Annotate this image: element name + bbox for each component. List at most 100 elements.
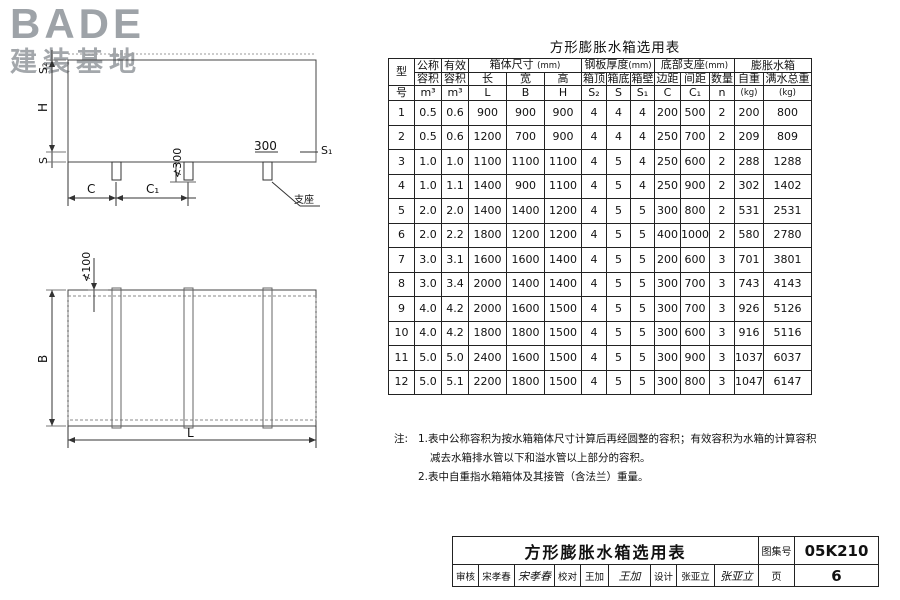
- table-cell: 3: [709, 247, 735, 273]
- header-length: 长: [468, 72, 507, 86]
- page-number: 6: [794, 564, 879, 587]
- dim-c1: C₁: [146, 182, 159, 196]
- table-cell: 5: [630, 198, 655, 224]
- header-plate: 钢板厚度(mm): [581, 58, 655, 73]
- table-cell: 1500: [544, 296, 582, 322]
- table-cell: 0.5: [414, 124, 442, 150]
- table-cell: 4: [581, 296, 607, 322]
- table-cell: 1100: [544, 149, 582, 175]
- table-cell: 5: [630, 296, 655, 322]
- table-cell: 800: [763, 100, 812, 126]
- table-cell: 6147: [763, 369, 812, 395]
- note-1-cont-text: 减去水箱排水管以下和溢水管以上部分的容积。: [430, 452, 651, 464]
- reviewer-signature: 宋孝春: [514, 564, 555, 587]
- table-cell: 300: [654, 320, 681, 346]
- header-unit-kg-2: (kg): [763, 85, 812, 101]
- elevation-tank-body: [67, 59, 317, 163]
- header-sym-b: B: [506, 85, 545, 101]
- table-cell: 2000: [468, 296, 507, 322]
- table-cell: 700: [680, 296, 710, 322]
- header-nominal-1: 公称: [414, 58, 442, 73]
- dim-s2: S₂: [37, 63, 50, 74]
- support-leg-2: [183, 161, 194, 181]
- table-cell: 1500: [544, 320, 582, 346]
- table-cell: 302: [734, 173, 764, 199]
- table-cell: 209: [734, 124, 764, 150]
- checker-signature: 王加: [608, 564, 651, 587]
- plan-support-3: [262, 287, 273, 429]
- table-cell: 2: [709, 149, 735, 175]
- table-cell: 1.0: [414, 149, 442, 175]
- table-cell: 2780: [763, 222, 812, 248]
- table-cell: 1200: [506, 222, 545, 248]
- table-cell: 5: [606, 271, 631, 297]
- table-cell: 300: [654, 369, 681, 395]
- header-spacing: 间距: [680, 72, 710, 86]
- table-cell: 288: [734, 149, 764, 175]
- header-tank: 膨胀水箱: [734, 58, 812, 73]
- table-cell: 5: [388, 198, 415, 224]
- table-cell: 5: [606, 247, 631, 273]
- table-cell: 3.0: [414, 247, 442, 273]
- header-nominal-unit: m³: [414, 85, 442, 101]
- table-cell: 900: [506, 173, 545, 199]
- dim-edge-clearance: ≮100: [80, 252, 93, 282]
- table-cell: 1200: [468, 124, 507, 150]
- table-cell: 1500: [544, 369, 582, 395]
- atlas-code: 05K210: [794, 536, 879, 565]
- table-cell: 1402: [763, 173, 812, 199]
- table-cell: 300: [654, 271, 681, 297]
- table-cell: 4: [388, 173, 415, 199]
- table-cell: 4: [581, 124, 607, 150]
- support-label: 支座: [294, 193, 314, 206]
- header-effective-2: 容积: [441, 72, 469, 86]
- support-leg-1: [111, 161, 122, 181]
- table-cell: 200: [654, 100, 681, 126]
- header-sym-l: L: [468, 85, 507, 101]
- header-top-plate: 箱顶: [581, 72, 607, 86]
- table-cell: 4: [630, 173, 655, 199]
- dim-b: B: [36, 355, 50, 363]
- table-cell: 11: [388, 345, 415, 371]
- table-cell: 5.0: [414, 369, 442, 395]
- header-unit-kg-1: (kg): [734, 85, 764, 101]
- table-cell: 1000: [680, 222, 710, 248]
- table-cell: 1100: [506, 149, 545, 175]
- dim-support-height: ≮300: [171, 148, 184, 178]
- designer-signature: 张亚立: [714, 564, 759, 587]
- table-cell: 1.0: [414, 173, 442, 199]
- header-sym-h: H: [544, 85, 582, 101]
- table-cell: 1400: [468, 173, 507, 199]
- table-cell: 4: [630, 100, 655, 126]
- table-cell: 1100: [544, 173, 582, 199]
- header-sym-n: n: [709, 85, 735, 101]
- table-cell: 600: [680, 320, 710, 346]
- check-label: 校对: [554, 564, 581, 587]
- table-cell: 4: [581, 149, 607, 175]
- table-cell: 2: [709, 198, 735, 224]
- checker-name: 王加: [580, 564, 609, 587]
- header-sym-s2: S₂: [581, 85, 607, 101]
- table-cell: 5: [606, 198, 631, 224]
- table-cell: 600: [680, 149, 710, 175]
- note-2-text: 2.表中自重指水箱箱体及其接管（含法兰）重量。: [418, 471, 649, 483]
- table-cell: 5: [606, 345, 631, 371]
- note-2: 2.表中自重指水箱箱体及其接管（含法兰）重量。: [394, 468, 884, 487]
- table-cell: 2: [709, 124, 735, 150]
- table-cell: 3: [709, 345, 735, 371]
- table-cell: 700: [680, 271, 710, 297]
- table-cell: 2400: [468, 345, 507, 371]
- table-cell: 3.0: [414, 271, 442, 297]
- table-cell: 250: [654, 124, 681, 150]
- header-edge: 边距: [654, 72, 681, 86]
- table-cell: 4: [581, 320, 607, 346]
- table-cell: 1: [388, 100, 415, 126]
- table-cell: 0.6: [441, 100, 469, 126]
- selection-table: 型 公称 有效 箱体尺寸 (mm) 钢板厚度(mm) 底部支座(mm) 膨胀水箱…: [388, 58, 812, 395]
